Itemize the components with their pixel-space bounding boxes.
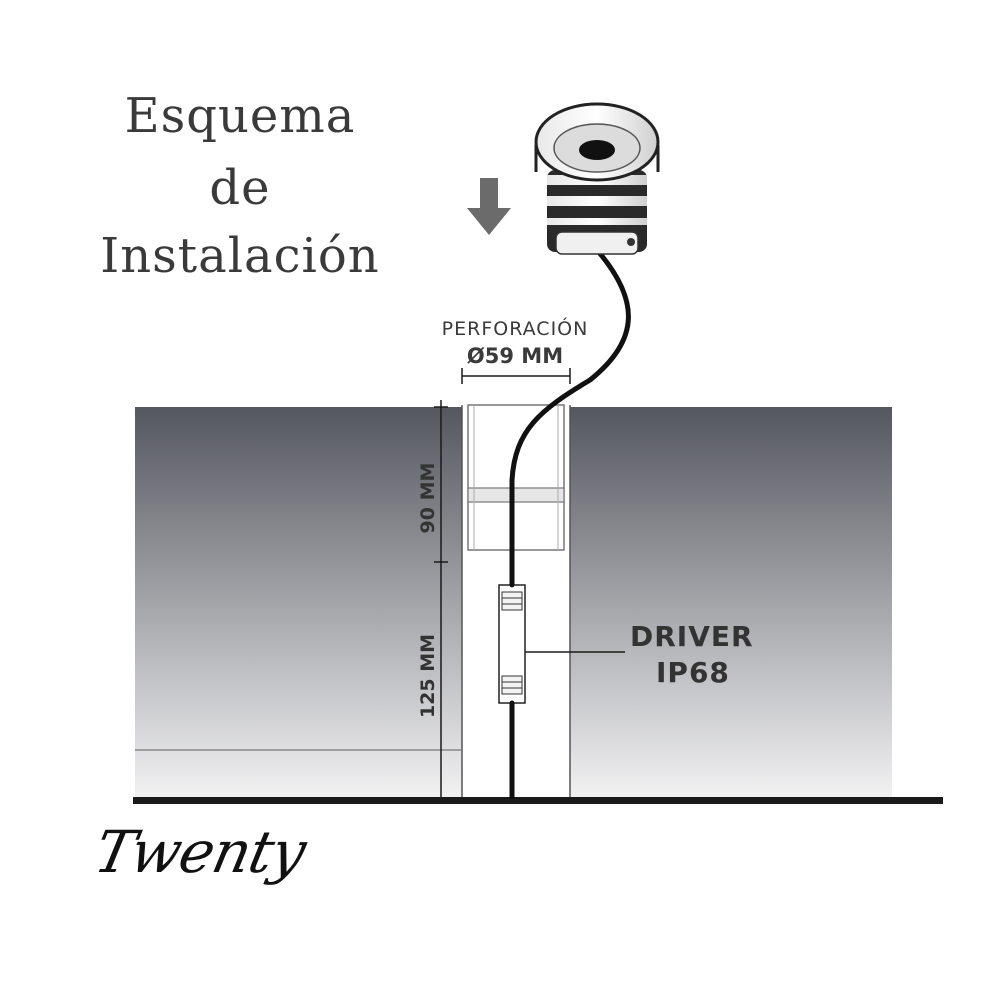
perforation-label: PERFORACIÓN — [441, 318, 589, 340]
depth-dimension — [434, 400, 448, 800]
diameter-label: Ø59 MM — [466, 344, 564, 368]
floor-line — [133, 797, 943, 804]
light-fixture-icon — [534, 102, 660, 255]
driver-label: DRIVER — [630, 620, 754, 653]
depth-upper-label: 90 MM — [417, 462, 439, 534]
power-cable — [509, 247, 631, 800]
diagram-title-line-1: Esquema — [124, 88, 356, 144]
diagram-title-line-3: Instalación — [100, 228, 380, 284]
diameter-dimension — [461, 368, 571, 384]
diagram-title-line-2: de — [209, 160, 271, 216]
depth-lower-label: 125 MM — [417, 633, 439, 719]
down-arrow-icon — [467, 178, 511, 235]
driver-rating-label: IP68 — [656, 656, 730, 689]
brand-logo: Twenty — [88, 818, 312, 886]
